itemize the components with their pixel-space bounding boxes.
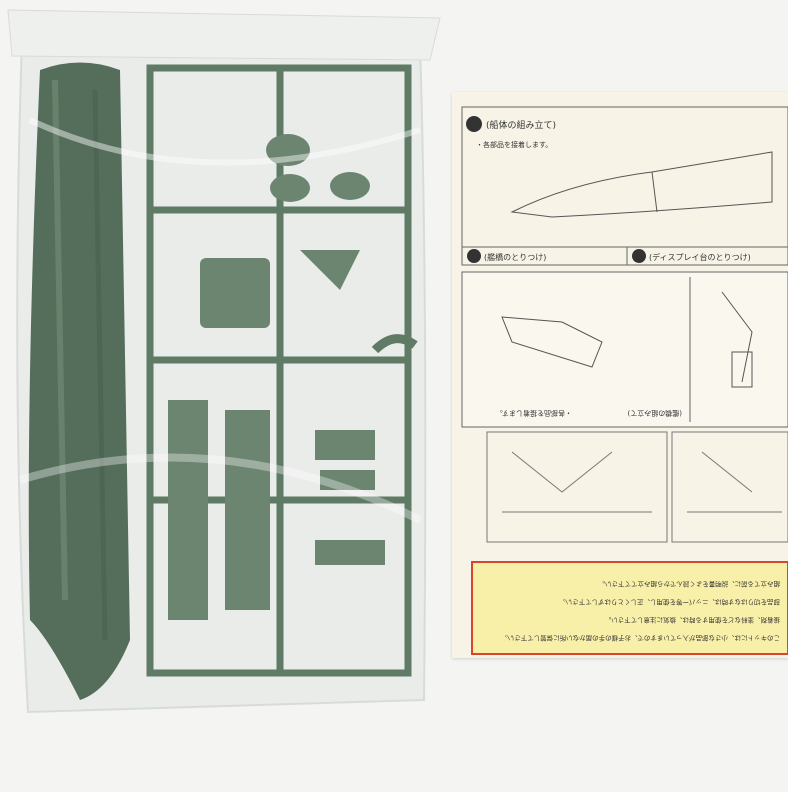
step5-title: (ディスプレイ台のとりつけ) (649, 252, 751, 262)
ring-part (371, 334, 418, 354)
step2-title: (艦橋の組み立て) (627, 409, 682, 418)
step3-note: ・各部品を接着します。 (476, 140, 552, 149)
instruction-sheet: 3 (船体の組み立て) ・各部品を接着します。 4 (艦橋のとりつけ) 5 (デ… (452, 92, 788, 658)
svg-text:接着剤、塗料などを使用する時は、換気に注意して下さい。: 接着剤、塗料などを使用する時は、換気に注意して下さい。 (605, 616, 780, 625)
instruction-diagram: 3 (船体の組み立て) ・各部品を接着します。 4 (艦橋のとりつけ) 5 (デ… (461, 106, 788, 655)
warning-text: このキットには、小さな部品が入っていますので、お子様の手の届かない所に保管して下… (501, 580, 780, 643)
step5-number: 5 (636, 253, 642, 263)
bag-top-fold (7, 9, 441, 61)
bridge-drawing (501, 316, 603, 368)
step4-title: (艦橋のとりつけ) (484, 252, 546, 262)
svg-text:組み立てる前に、説明書をよく読んでから組み立てて下さい。: 組み立てる前に、説明書をよく読んでから組み立てて下さい。 (599, 580, 780, 589)
svg-text:部品を切りはなす時は、ニッパー等を使用し、正しくとりはずして: 部品を切りはなす時は、ニッパー等を使用し、正しくとりはずして下さい。 (559, 598, 780, 607)
step3-number: 3 (470, 120, 476, 131)
svg-text:このキットには、小さな部品が入っていますので、お子様の手の届: このキットには、小さな部品が入っていますので、お子様の手の届かない所に保管して下… (501, 634, 780, 643)
step4-number: 4 (471, 253, 477, 263)
hull-drawing (510, 151, 773, 218)
step2-note: ・各部品を接着します。 (496, 409, 572, 418)
sprue-parts (168, 134, 385, 620)
step3-badge (466, 116, 482, 132)
hull-part (28, 62, 130, 700)
warning-box (471, 561, 788, 655)
step3-title: (船体の組み立て) (486, 119, 556, 131)
